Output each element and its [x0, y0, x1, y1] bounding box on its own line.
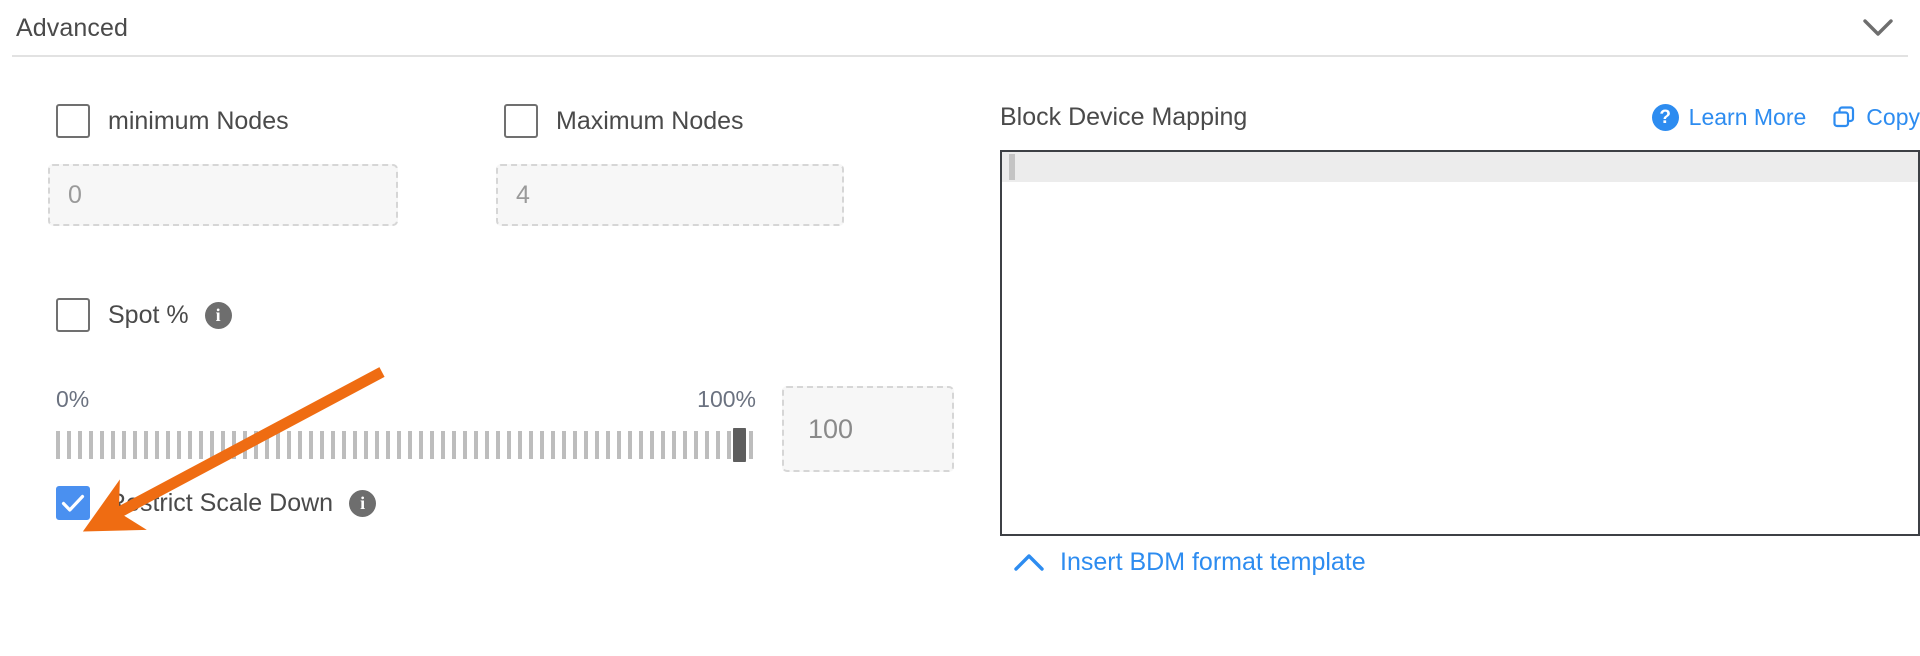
page-title: Advanced: [16, 13, 128, 42]
restrict-scale-down-label: Restrict Scale Down: [108, 488, 334, 517]
spot-percent-label: Spot %: [108, 300, 189, 329]
slider-thumb[interactable]: [733, 428, 746, 462]
max-nodes-checkbox[interactable]: [504, 104, 538, 138]
learn-more-link[interactable]: ? Learn More: [1651, 103, 1807, 131]
collapse-panel-button[interactable]: [1858, 8, 1898, 48]
max-nodes-input[interactable]: [496, 164, 844, 226]
copy-label: Copy: [1866, 103, 1920, 130]
slider-range-labels: 0% 100%: [56, 386, 756, 416]
spot-percent-row: Spot % i: [56, 298, 232, 332]
spot-percent-value-box[interactable]: 100: [782, 386, 954, 472]
copy-button[interactable]: Copy: [1832, 105, 1920, 129]
restrict-scale-down-row: Restrict Scale Down i: [56, 486, 377, 520]
restrict-scale-down-info-icon[interactable]: i: [349, 489, 377, 517]
insert-bdm-template-label: Insert BDM format template: [1060, 548, 1366, 576]
min-nodes-checkbox[interactable]: [56, 104, 90, 138]
block-device-mapping-section: Block Device Mapping ? Learn More Copy: [1000, 56, 1920, 656]
spot-percent-info-icon[interactable]: i: [204, 301, 232, 329]
restrict-scale-down-checkbox[interactable]: [56, 486, 90, 520]
spot-percent-checkbox[interactable]: [56, 298, 90, 332]
bdm-header: Block Device Mapping ? Learn More Copy: [1000, 100, 1920, 134]
left-settings-column: minimum Nodes Maximum Nodes Spot % i 0% …: [0, 56, 980, 656]
panel-header: Advanced: [0, 0, 1920, 56]
spot-percent-slider[interactable]: [56, 428, 756, 462]
min-nodes-input[interactable]: [48, 164, 398, 226]
spot-percent-value: 100: [808, 413, 854, 444]
editor-active-line: [1002, 152, 1918, 182]
copy-icon: [1833, 106, 1855, 128]
slider-min-label: 0%: [56, 386, 90, 412]
slider-max-label: 100%: [697, 386, 756, 412]
bdm-code-editor[interactable]: [1000, 150, 1920, 536]
check-icon: [61, 494, 85, 512]
question-circle-icon: ?: [1651, 103, 1679, 131]
spot-percent-slider-group: 0% 100%: [56, 386, 756, 462]
learn-more-label: Learn More: [1688, 103, 1807, 130]
max-nodes-row: Maximum Nodes: [504, 104, 744, 138]
slider-ticks: [56, 431, 756, 459]
max-nodes-label: Maximum Nodes: [556, 106, 744, 135]
bdm-title: Block Device Mapping: [1000, 102, 1248, 131]
editor-cursor: [1009, 154, 1015, 180]
min-nodes-row: minimum Nodes: [56, 104, 289, 138]
min-nodes-label: minimum Nodes: [108, 106, 289, 135]
insert-bdm-template-button[interactable]: Insert BDM format template: [1014, 550, 1366, 575]
header-divider: [12, 55, 1908, 57]
bdm-actions: ? Learn More Copy: [1651, 103, 1920, 131]
chevron-down-icon: [1863, 19, 1893, 36]
chevron-up-icon: [1014, 554, 1044, 571]
